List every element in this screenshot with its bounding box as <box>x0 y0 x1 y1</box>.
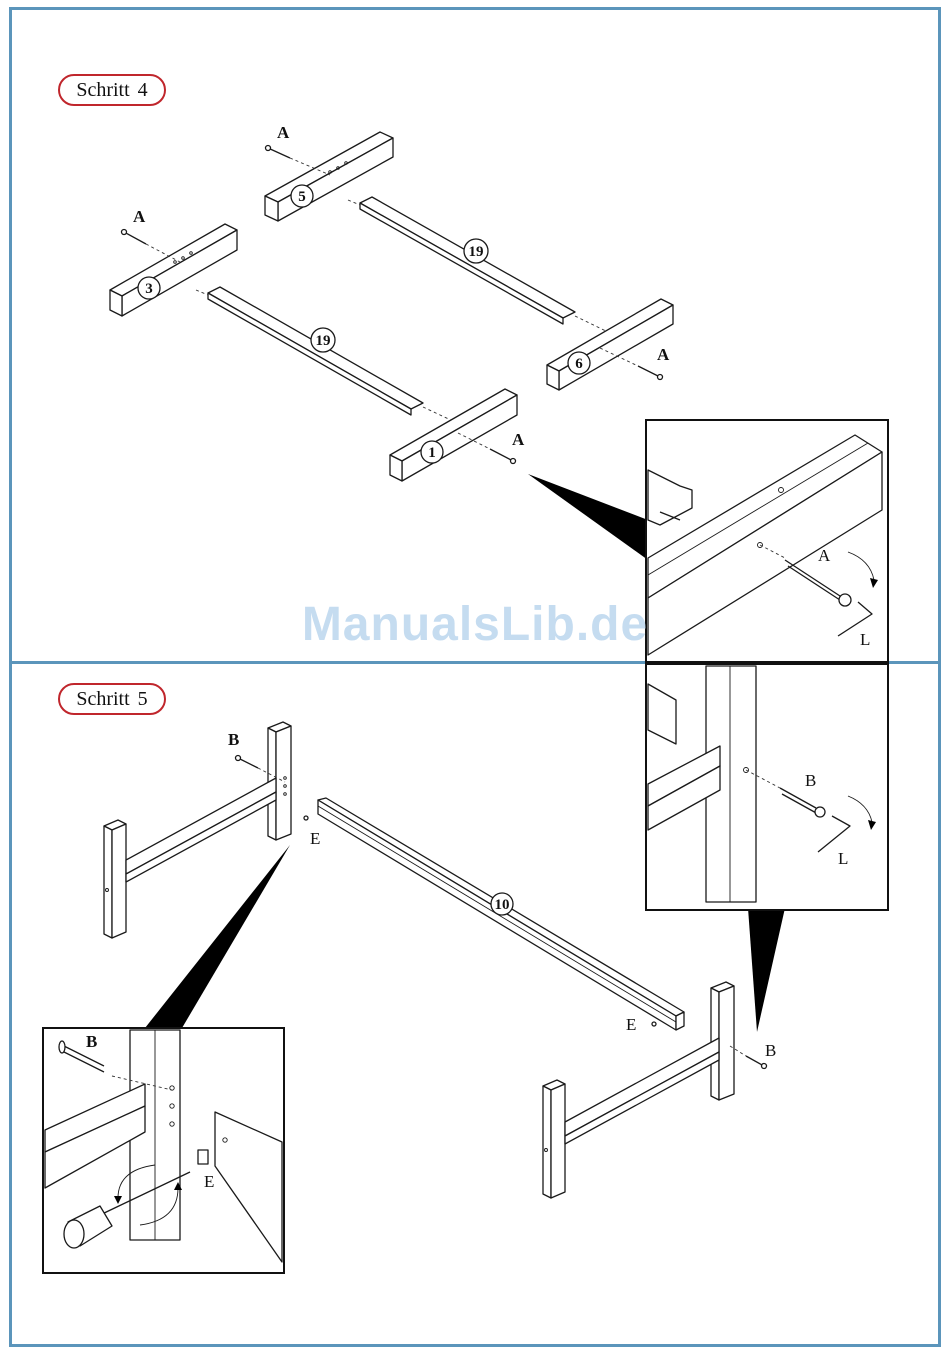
step-4-drawing: 5 A 19 3 <box>110 123 888 662</box>
step-5-detail-top: B L <box>646 664 888 910</box>
detail-5top-label-bolt: B <box>805 771 816 790</box>
step-5-drawing: B E 10 E <box>43 664 888 1273</box>
label-nut-e1: E <box>310 829 320 848</box>
step-5-callout-wedge-left <box>145 845 290 1028</box>
label-part-5: 5 <box>298 189 306 205</box>
bolt-b2: B <box>730 1041 776 1069</box>
label-bolt-a4: A <box>512 430 525 449</box>
label-part-19-lower: 19 <box>316 333 331 349</box>
label-bolt-a3: A <box>657 345 670 364</box>
detail-5bottom-label-bolt: B <box>86 1032 97 1051</box>
label-nut-e2: E <box>626 1015 636 1034</box>
step-5-callout-wedge-right <box>748 908 785 1032</box>
nut-e1 <box>304 816 308 820</box>
part-19-rail-upper: 19 <box>348 197 610 333</box>
label-bolt-b2: B <box>765 1041 776 1060</box>
label-part-1: 1 <box>428 445 436 461</box>
part-19-rail-lower: 19 <box>196 287 455 422</box>
detail-5bottom-label-nut: E <box>204 1172 214 1191</box>
part-10-rail: 10 <box>318 798 684 1030</box>
detail-5top-label-tool: L <box>838 849 848 868</box>
label-part-6: 6 <box>575 356 583 372</box>
bolt-a2: A <box>122 207 181 262</box>
label-bolt-b1: B <box>228 730 239 749</box>
step-5-detail-bottom: B E <box>43 1028 284 1273</box>
nut-e2 <box>652 1022 656 1026</box>
label-part-10: 10 <box>495 897 510 913</box>
detail-4-label-tool: L <box>860 630 870 649</box>
step-4-callout-wedge <box>528 474 648 560</box>
label-part-19-upper: 19 <box>469 244 484 260</box>
label-part-3: 3 <box>145 281 153 297</box>
step-4-detail-box: A L <box>646 420 888 662</box>
label-bolt-a1: A <box>277 123 290 142</box>
detail-4-label-bolt: A <box>818 546 831 565</box>
left-end-frame <box>104 722 291 938</box>
label-bolt-a2: A <box>133 207 146 226</box>
right-end-frame <box>543 982 734 1198</box>
